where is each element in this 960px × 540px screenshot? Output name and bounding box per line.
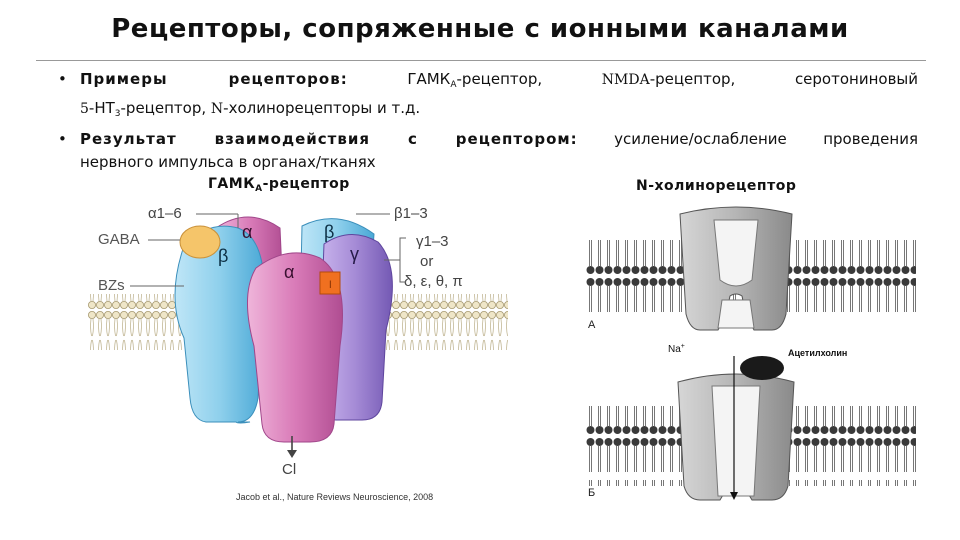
n-cholinoreceptor-diagram: А Na+ Ацетилхолин Б: [586, 196, 920, 502]
marker-glyph: ǀ: [329, 280, 332, 291]
glyph-beta-back: β: [324, 222, 334, 242]
label-others: δ, ε, θ, π: [404, 273, 463, 290]
label-b: Б: [588, 487, 595, 499]
bullet-result: • Результат взаимодействия с рецептором:…: [58, 128, 918, 174]
acetylcholine-ligand: [740, 356, 784, 380]
label-a16: α1–6: [148, 205, 182, 222]
n-cholino-caption: N-холинорецептор: [636, 178, 796, 194]
glyph-alpha-back: α: [242, 222, 252, 242]
label-cl: Cl: [282, 461, 296, 478]
examples-line-2: 5-НТ3-рецептор, N-холинорецепторы и т.д.: [80, 97, 918, 126]
gaba-ligand: [180, 226, 220, 258]
label-or: or: [420, 253, 433, 270]
gaba-a-receptor-diagram: ǀ α1–6 GABA BZs β1–3 γ1–3 or δ, ε, θ, π …: [88, 198, 512, 512]
serotonin-text: серотониновый: [795, 70, 918, 88]
result-text-1: усиление/ослабление проведения: [614, 130, 918, 148]
label-na: Na+: [668, 343, 685, 355]
bullet-list: • Примеры рецепторов: ГАМКА-рецептор, NM…: [58, 68, 918, 176]
bullet-examples: • Примеры рецепторов: ГАМКА-рецептор, NM…: [58, 68, 918, 126]
label-b13: β1–3: [394, 205, 428, 222]
examples-label: Примеры рецепторов:: [80, 70, 348, 88]
bullet-dot: •: [58, 68, 67, 91]
glyph-alpha-front: α: [284, 262, 294, 282]
gaba-caption: ГАМКА-рецептор: [208, 176, 350, 194]
glyph-beta-left: β: [218, 246, 228, 266]
examples-line-1: Примеры рецепторов: ГАМКА-рецептор, NMDA…: [80, 68, 918, 97]
nmda-receptor-text: NMDA-рецептор,: [602, 70, 736, 88]
slide-title: Рецепторы, сопряженные с ионными каналам…: [0, 14, 960, 44]
result-label: Результат взаимодействия с рецептором:: [80, 130, 578, 148]
glyph-gamma: γ: [350, 244, 359, 264]
label-acetylcholine: Ацетилхолин: [788, 348, 847, 358]
label-a: А: [588, 319, 596, 331]
gaba-a-receptor-text: ГАМКА-рецептор,: [407, 70, 542, 88]
label-bzs: BZs: [98, 277, 125, 294]
label-gaba: GABA: [98, 231, 140, 248]
result-line-1: Результат взаимодействия с рецептором: у…: [80, 128, 918, 151]
result-line-2: нервного импульса в органах/тканях: [80, 151, 918, 174]
bullet-dot: •: [58, 128, 67, 151]
label-g13: γ1–3: [416, 233, 449, 250]
figure-credit: Jacob et al., Nature Reviews Neuroscienc…: [236, 492, 433, 502]
title-divider: [36, 60, 926, 61]
